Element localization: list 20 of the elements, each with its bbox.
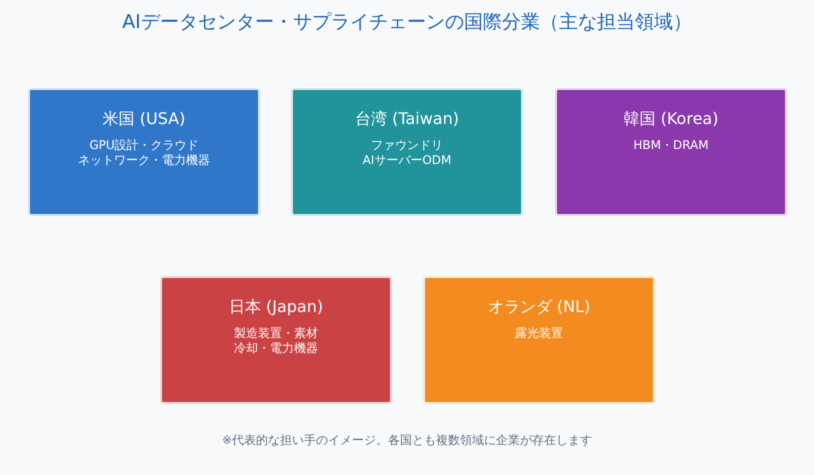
country-box — [160, 276, 392, 404]
country-name: 台湾 (Taiwan) — [355, 108, 459, 130]
role-text: 製造装置・素材 — [234, 326, 318, 341]
role-text: ファウンドリ — [371, 138, 443, 153]
role-text: 冷却・電力機器 — [234, 341, 318, 356]
country-box — [28, 88, 260, 216]
country-box — [555, 88, 787, 216]
country-name: オランダ (NL) — [488, 296, 590, 318]
role-text: ネットワーク・電力機器 — [78, 153, 210, 168]
role-text: AIサーバーODM — [362, 153, 452, 168]
diagram-title: AIデータセンター・サプライチェーンの国際分業（主な担当領域） — [121, 10, 693, 35]
role-text: GPU設計・クラウド — [89, 138, 199, 153]
role-text: HBM・DRAM — [633, 138, 709, 153]
footnote: ※代表的な担い手のイメージ。各国とも複数領域に企業が存在します — [220, 432, 594, 449]
country-name: 日本 (Japan) — [228, 296, 324, 318]
country-name: 韓国 (Korea) — [624, 108, 718, 130]
country-box — [291, 88, 523, 216]
role-text: 露光装置 — [515, 326, 563, 341]
country-box — [423, 276, 655, 404]
country-name: 米国 (USA) — [102, 108, 186, 130]
